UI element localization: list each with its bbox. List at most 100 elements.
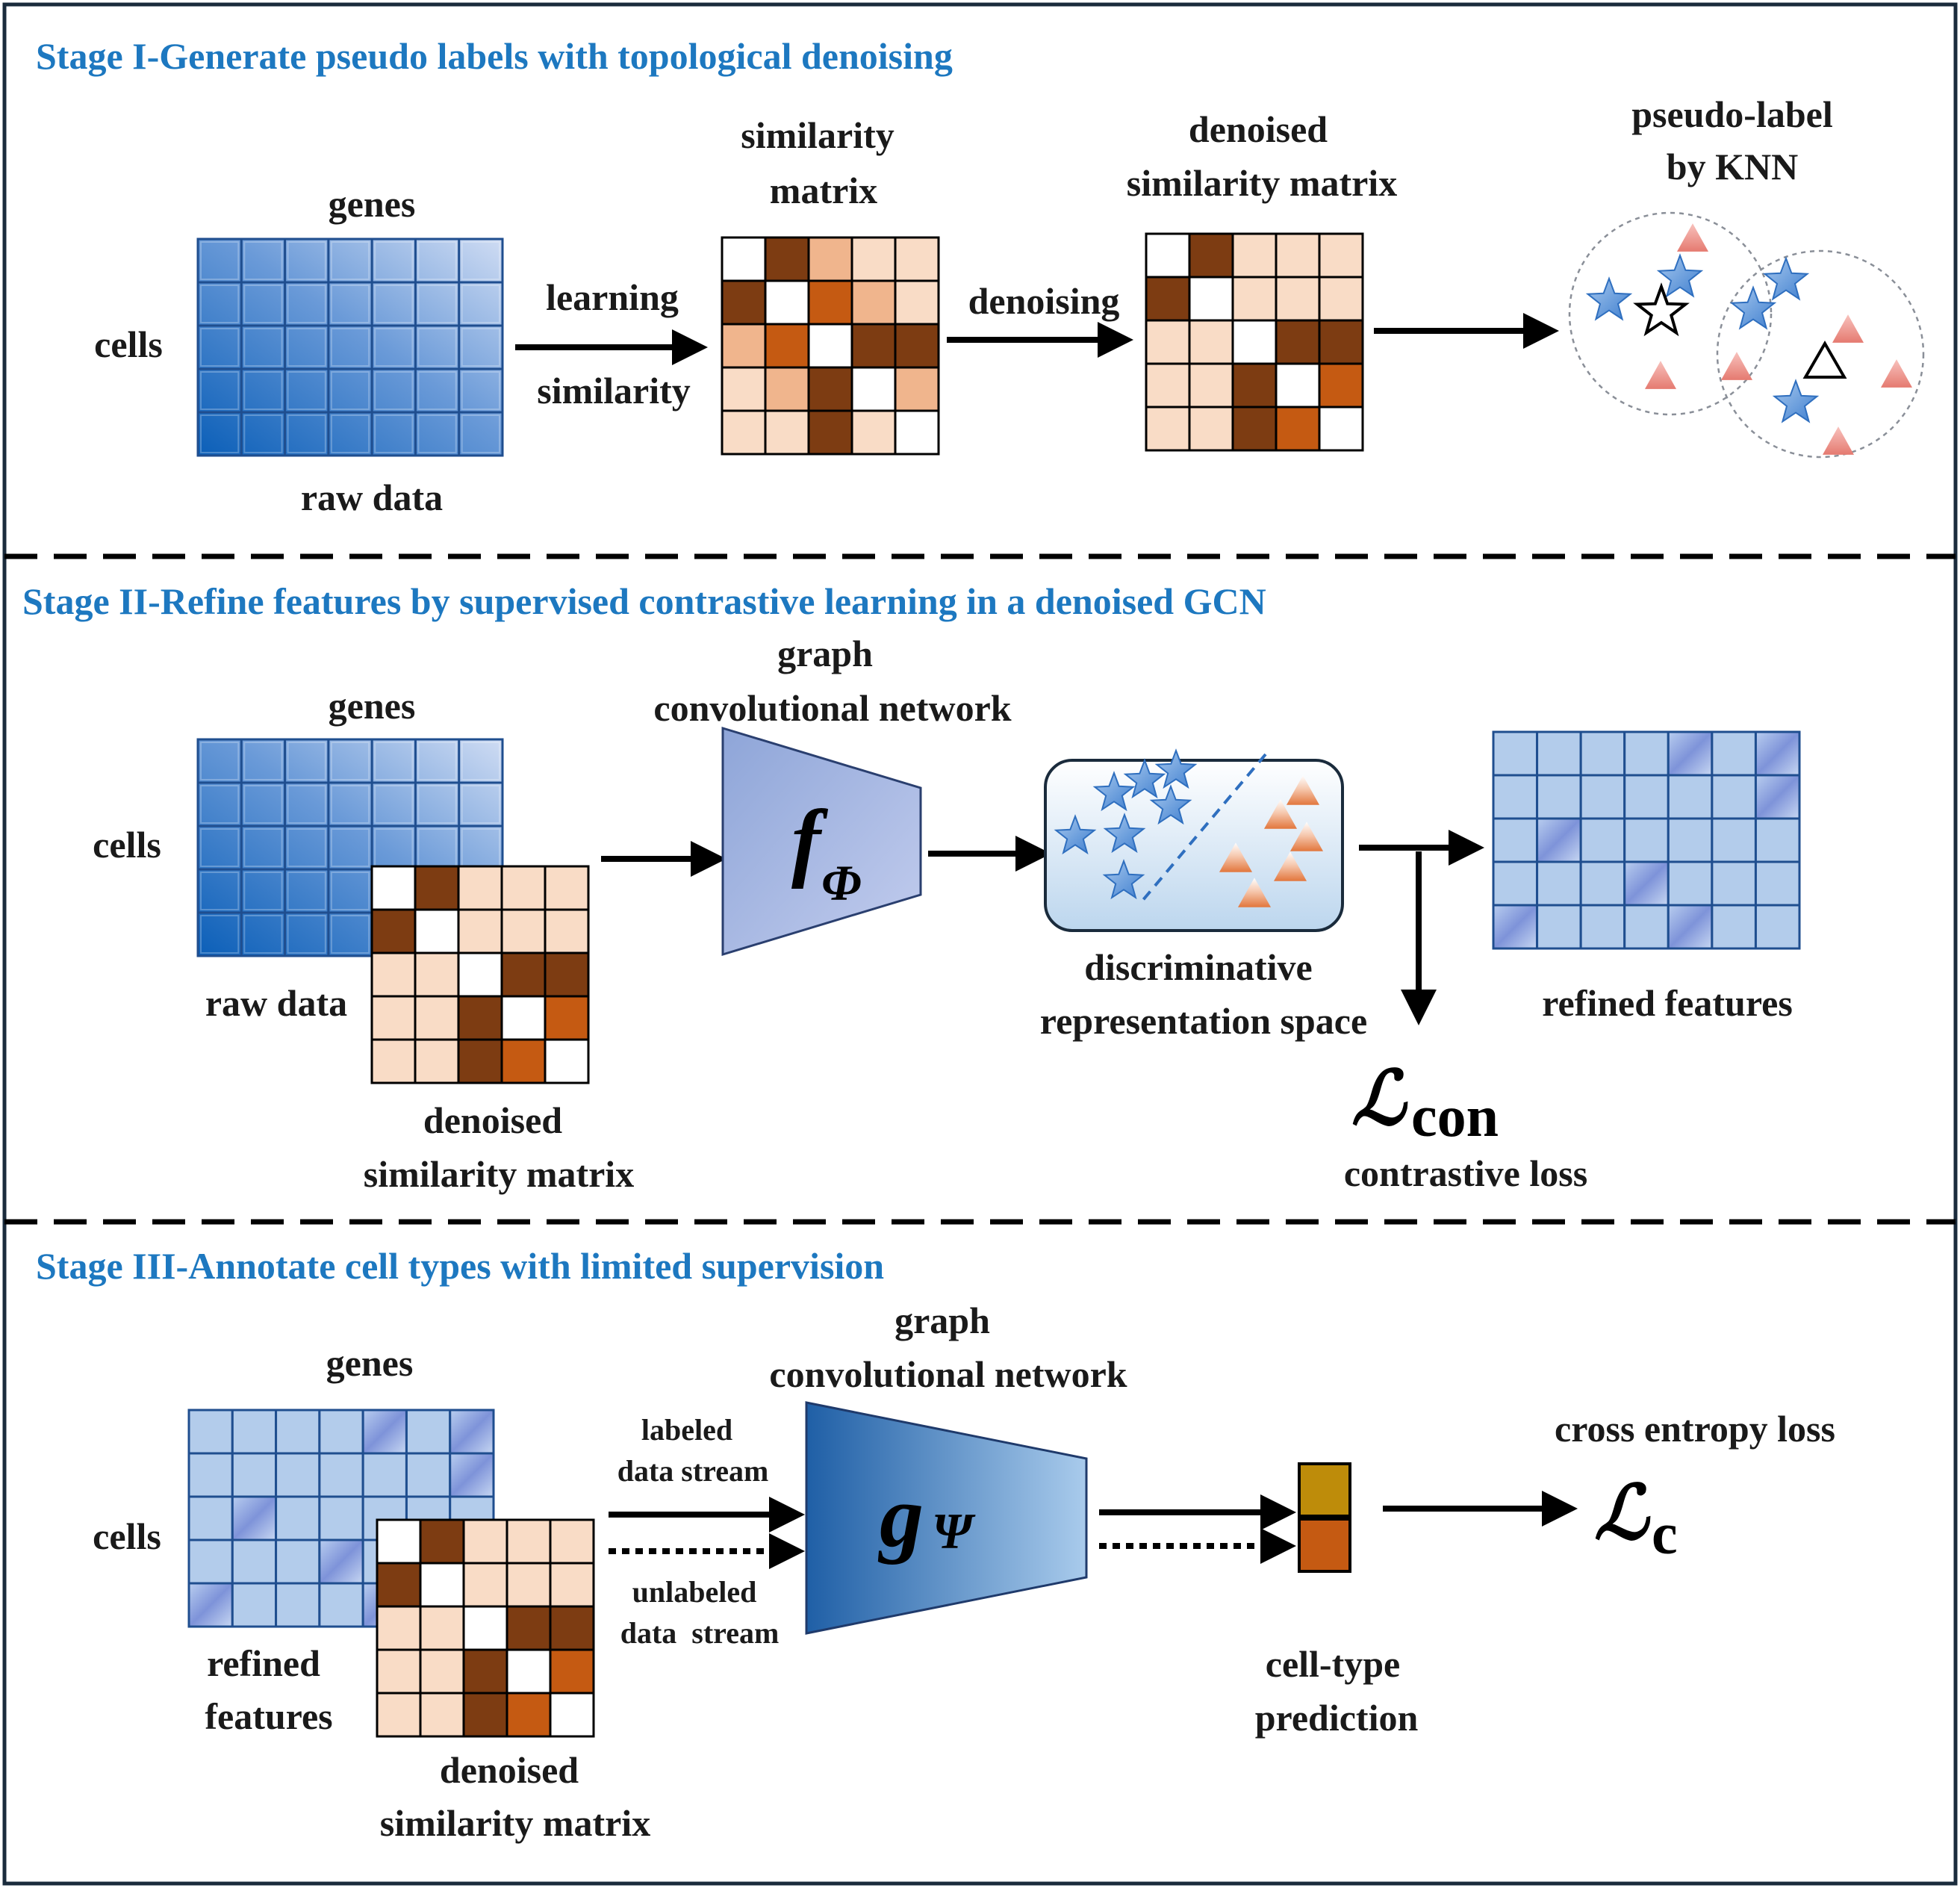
grid-cell	[417, 285, 457, 323]
matrix-cell	[807, 279, 853, 326]
matrix-cell	[462, 1518, 508, 1565]
grid-cell	[374, 328, 414, 367]
grid-cell	[374, 785, 414, 824]
star-icon	[1772, 379, 1820, 423]
refined-cell	[231, 1582, 278, 1628]
stage1-denoised-label-2: similarity matrix	[1127, 162, 1397, 204]
refined-cell	[1623, 730, 1670, 777]
stage2-gcn-label-1: graph	[777, 633, 873, 674]
matrix-cell	[549, 1605, 595, 1651]
refined-cell	[275, 1495, 321, 1541]
star-icon	[1103, 813, 1146, 854]
stage2-loss-subscript: con	[1411, 1084, 1499, 1149]
grid-cell	[287, 241, 326, 280]
grid-cell	[200, 241, 240, 280]
grid-cell	[287, 328, 326, 367]
matrix-cell	[505, 1518, 552, 1565]
stage3-cells-label: cells	[93, 1515, 161, 1557]
grid-cell	[243, 414, 283, 453]
grid-cell	[200, 285, 240, 323]
matrix-cell	[894, 279, 940, 326]
matrix-cell	[1231, 362, 1278, 409]
matrix-cell	[462, 1648, 508, 1695]
matrix-cell	[419, 1648, 465, 1695]
matrix-cell	[549, 1518, 595, 1565]
matrix-cell	[370, 995, 417, 1041]
refined-cell	[187, 1538, 234, 1585]
stage3-denoised-label-2: similarity matrix	[380, 1802, 650, 1844]
grid-cell	[330, 828, 370, 867]
matrix-cell	[807, 366, 853, 412]
matrix-cell	[1318, 276, 1364, 322]
matrix-cell	[500, 865, 547, 911]
matrix-cell	[1188, 276, 1234, 322]
grid-cell	[200, 742, 240, 780]
refined-cell	[1536, 817, 1582, 863]
matrix-cell	[500, 908, 547, 954]
grid-cell	[200, 828, 240, 867]
grid-cell	[461, 241, 501, 280]
refined-cell	[1667, 904, 1714, 950]
refined-cell	[1667, 730, 1714, 777]
refined-cell	[1536, 730, 1582, 777]
refined-cell	[1623, 904, 1670, 950]
raw-grid-bg	[196, 237, 504, 457]
grid-cell	[243, 915, 283, 954]
matrix-cell	[1318, 319, 1364, 365]
matrix-cell	[721, 366, 767, 412]
matrix-cell	[457, 951, 503, 998]
matrix-cell	[505, 1692, 552, 1738]
refined-cell	[275, 1538, 321, 1585]
refined-cell	[1579, 817, 1626, 863]
refined-cell	[1579, 904, 1626, 950]
matrix-cell	[500, 1038, 547, 1084]
stage3-g-subscript: Ψ	[932, 1503, 976, 1559]
grid-cell	[374, 742, 414, 780]
matrix-cell	[1231, 276, 1278, 322]
refined-cell	[231, 1409, 278, 1455]
refined-cell	[318, 1582, 364, 1628]
matrix-cell	[500, 995, 547, 1041]
grid-cell	[287, 872, 326, 910]
matrix-cell	[505, 1562, 552, 1608]
stage3-refined-features-matrix	[187, 1409, 495, 1628]
stage3-g-symbol: g	[877, 1468, 924, 1565]
matrix-cell	[894, 366, 940, 412]
grid-cell	[200, 414, 240, 453]
grid-cell	[417, 414, 457, 453]
stage3-unlabeled-label-1: unlabeled	[632, 1575, 757, 1609]
matrix-cell	[376, 1562, 422, 1608]
stage2-disc-label-1: discriminative	[1084, 946, 1313, 988]
refined-cell	[1623, 774, 1670, 820]
matrix-cell	[1188, 406, 1234, 452]
matrix-cell	[1231, 319, 1278, 365]
stage3-pred-label-2: prediction	[1255, 1697, 1419, 1739]
matrix-cell	[414, 951, 460, 998]
grid-cell	[330, 915, 370, 954]
stage1-title: Stage I-Generate pseudo labels with topo…	[36, 35, 953, 77]
grid-cell	[417, 328, 457, 367]
refined-cell	[1754, 774, 1801, 820]
refined-cell	[231, 1538, 278, 1585]
refined-cell	[361, 1409, 408, 1455]
matrix-cell	[414, 995, 460, 1041]
grid-cell	[287, 414, 326, 453]
stage2-genes-label: genes	[329, 685, 416, 727]
stage2-disc-label-2: representation space	[1040, 1000, 1367, 1042]
grid-cell	[287, 828, 326, 867]
grid-cell	[330, 742, 370, 780]
matrix-cell	[544, 865, 590, 911]
grid-cell	[374, 285, 414, 323]
triangle-icon	[1823, 426, 1854, 455]
refined-cell	[1492, 730, 1539, 777]
stage3-gcn-classifier	[805, 1401, 1088, 1635]
stage1-denoising-label: denoising	[968, 280, 1120, 322]
refined-cell	[1536, 774, 1582, 820]
matrix-cell	[549, 1562, 595, 1608]
star-icon	[1102, 859, 1145, 900]
stage2-denoised-matrix	[370, 865, 590, 1084]
stage3-unlabeled-label-2: data stream	[620, 1616, 780, 1650]
stage3-ce-label: cross entropy loss	[1555, 1408, 1835, 1450]
matrix-cell	[505, 1648, 552, 1695]
